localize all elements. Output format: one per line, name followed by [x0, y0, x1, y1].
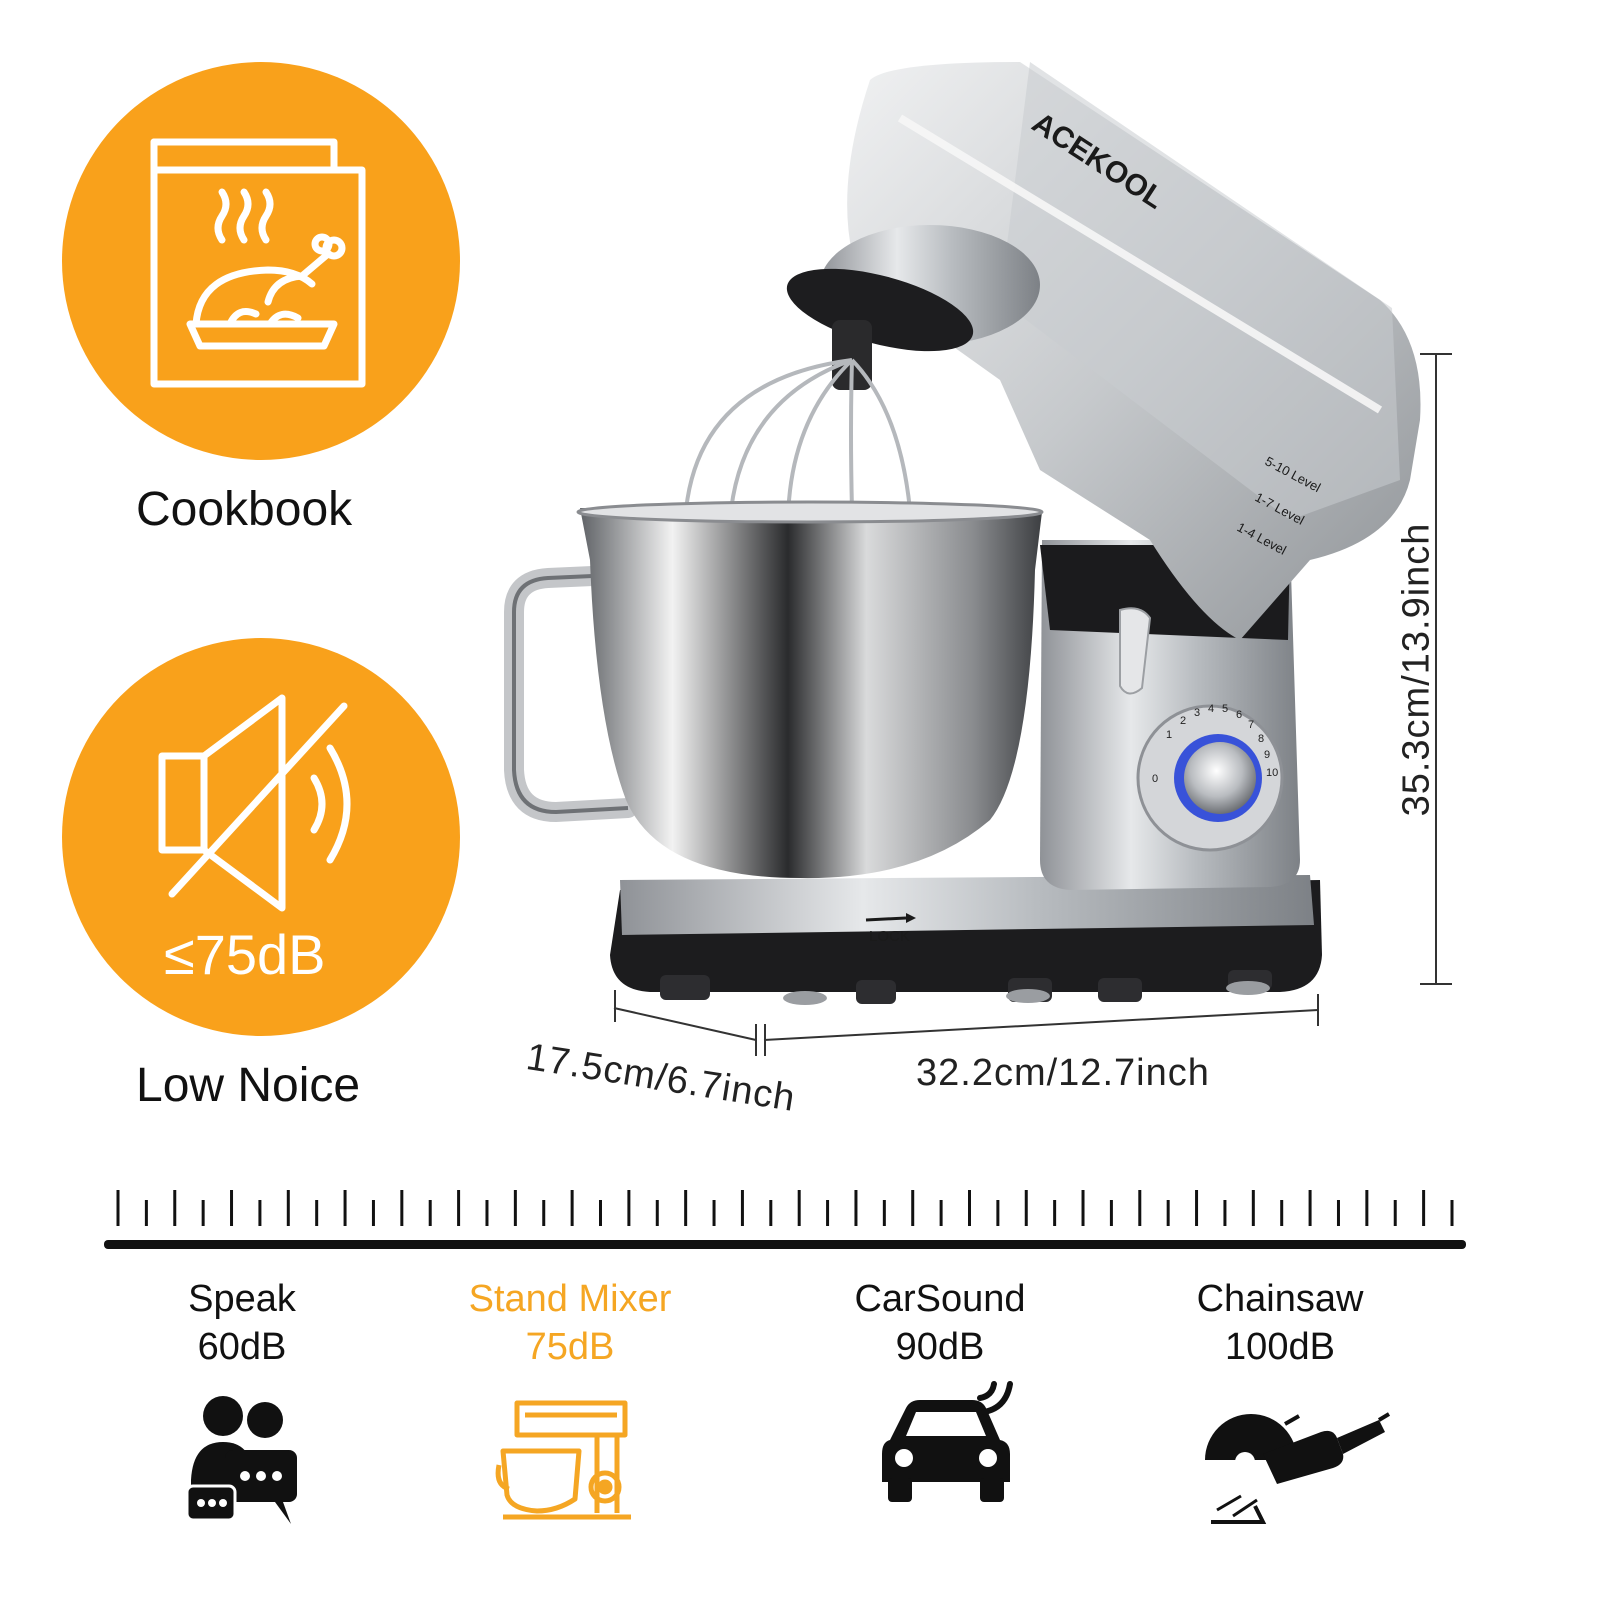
dial-number-0: 0: [1152, 773, 1158, 785]
lock-label: LOCK: [869, 928, 910, 945]
scale-item-chainsaw: Chainsaw 100dB: [1150, 1275, 1410, 1371]
stand-mixer-illustration: LOCK 0 1 2 3 4 5 6 7 8 9 10 ACEKOOL 5-10…: [504, 62, 1421, 1005]
dimension-width: 32.2cm/12.7inch: [916, 1052, 1210, 1094]
dial-number-8: 8: [1258, 733, 1264, 745]
angle-grinder-icon: [1205, 1412, 1391, 1524]
dial-number-2: 2: [1180, 715, 1186, 727]
low-noise-badge: ≤75dB: [62, 638, 460, 1036]
stand-mixer-icon: [495, 1400, 631, 1520]
mute-speaker-icon: [158, 694, 351, 912]
cookbook-icon: [150, 138, 366, 388]
scale-name: CarSound: [854, 1278, 1026, 1320]
scale-value: 100dB: [1225, 1326, 1335, 1368]
scale-item-speak: Speak 60dB: [112, 1275, 372, 1371]
dial-number-7: 7: [1248, 719, 1254, 731]
feature-label-low-noise: Low Noice: [136, 1059, 361, 1112]
car-sound-icon: [882, 1381, 1013, 1502]
scale-value: 60dB: [197, 1326, 287, 1368]
dial-number-5: 5: [1222, 703, 1228, 715]
scale-name: Chainsaw: [1196, 1278, 1364, 1320]
dial-number-9: 9: [1264, 749, 1270, 761]
scale-value: 90dB: [895, 1326, 985, 1368]
scale-item-carsound: CarSound 90dB: [810, 1275, 1070, 1371]
dial-number-4: 4: [1208, 703, 1214, 715]
scale-name: Speak: [188, 1278, 296, 1320]
feature-label-cookbook: Cookbook: [136, 483, 353, 536]
scale-value: 75dB: [525, 1326, 615, 1368]
dimension-height: 35.3cm/13.9inch: [1395, 522, 1438, 817]
decibel-ruler: [104, 1190, 1466, 1249]
dial-number-10: 10: [1266, 767, 1278, 779]
people-chat-icon: [185, 1396, 297, 1524]
dial-numbers: 0 1 2 3 4 5 6 7 8 9 10: [1152, 703, 1278, 785]
dial-number-6: 6: [1236, 709, 1242, 721]
cookbook-badge: [62, 62, 460, 460]
scale-item-stand-mixer: Stand Mixer 75dB: [440, 1275, 700, 1371]
dial-number-3: 3: [1194, 707, 1200, 719]
noise-level-label: ≤75dB: [164, 923, 326, 986]
dial-number-1: 1: [1166, 729, 1172, 741]
scale-name: Stand Mixer: [468, 1278, 672, 1320]
dimension-lines: [613, 353, 1452, 1056]
